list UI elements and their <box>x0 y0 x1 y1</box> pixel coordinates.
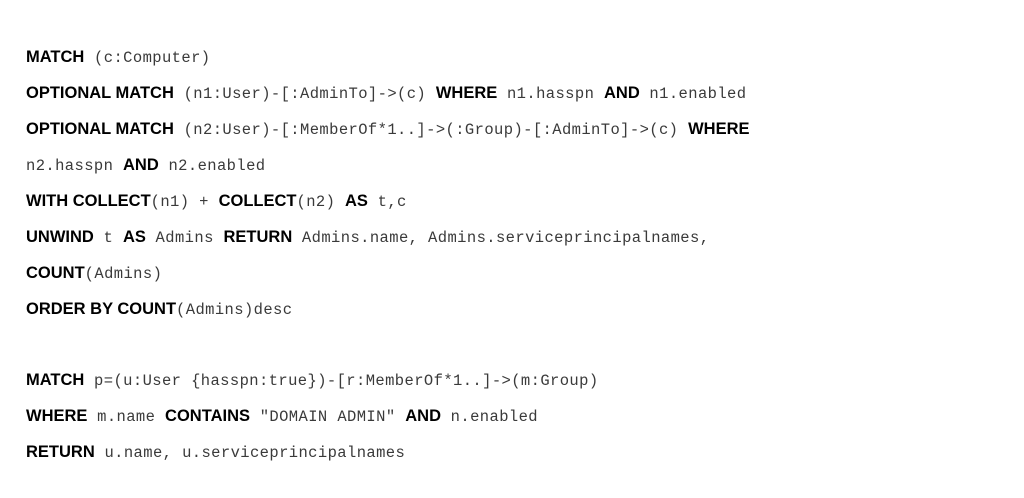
code-token: OPTIONAL MATCH <box>26 120 174 138</box>
code-token: WITH COLLECT <box>26 192 151 210</box>
code-token: (Admins)desc <box>176 301 293 319</box>
code-token: (Admins) <box>84 265 163 283</box>
code-line: n2.hasspn AND n2.enabled <box>10 120 265 175</box>
code-line: UNWIND t AS Admins RETURN Admins.name, A… <box>10 192 709 247</box>
code-token: UNWIND <box>26 228 94 246</box>
code-token: (n2) <box>296 193 346 211</box>
code-token: RETURN <box>26 443 95 461</box>
code-token: COUNT <box>26 264 85 282</box>
code-token: n2.enabled <box>158 157 266 175</box>
code-token: n1.hasspn <box>497 85 604 103</box>
code-token: n1.enabled <box>639 85 747 103</box>
code-line: ORDER BY COUNT(Admins)desc <box>10 264 292 319</box>
code-token: AS <box>345 192 368 210</box>
code-line: WITH COLLECT(n1) + COLLECT(n2) AS t,c <box>10 156 407 211</box>
code-token: (n2:User)-[:MemberOf*1..]->(:Group)-[:Ad… <box>173 121 689 139</box>
code-token: t <box>93 229 123 247</box>
code-token: AS <box>122 228 146 246</box>
code-token: "DOMAIN ADMIN" <box>250 408 406 426</box>
code-token: Admins <box>145 229 224 247</box>
code-token: MATCH <box>26 48 85 66</box>
code-token: AND <box>123 156 159 174</box>
code-line: OPTIONAL MATCH (n1:User)-[:AdminTo]->(c)… <box>10 48 746 103</box>
code-token: (c:Computer) <box>84 49 211 67</box>
code-line: MATCH p=(u:User {hasspn:true})-[r:Member… <box>10 335 599 390</box>
code-token: AND <box>603 84 640 102</box>
code-token: t,c <box>367 193 407 211</box>
code-token: (n1:User)-[:AdminTo]->(c) <box>173 85 436 103</box>
code-token: WHERE <box>435 84 498 102</box>
code-token: ORDER BY COUNT <box>26 300 177 318</box>
code-token: n2.hasspn <box>26 157 124 175</box>
code-line: WHERE m.name CONTAINS "DOMAIN ADMIN" AND… <box>10 371 538 426</box>
code-token: Admins.name, Admins.serviceprincipalname… <box>292 229 710 247</box>
code-line: COUNT(Admins) <box>10 228 162 283</box>
code-token: WHERE <box>26 407 88 425</box>
code-token: RETURN <box>223 228 293 246</box>
code-token: n.enabled <box>440 408 538 426</box>
code-token: m.name <box>87 408 166 426</box>
code-token: (n1) + <box>150 193 219 211</box>
code-token: AND <box>405 407 441 425</box>
code-line: RETURN u.name, u.serviceprincipalnames <box>10 407 405 462</box>
code-token: COLLECT <box>218 192 297 210</box>
code-line: OPTIONAL MATCH (n2:User)-[:MemberOf*1..]… <box>10 84 750 139</box>
code-token: OPTIONAL MATCH <box>26 84 174 102</box>
code-token: p=(u:User {hasspn:true})-[r:MemberOf*1..… <box>84 372 599 390</box>
code-token: WHERE <box>688 120 750 138</box>
code-line: MATCH (c:Computer) <box>10 12 210 67</box>
code-token: CONTAINS <box>165 407 250 425</box>
code-token: MATCH <box>26 371 85 389</box>
